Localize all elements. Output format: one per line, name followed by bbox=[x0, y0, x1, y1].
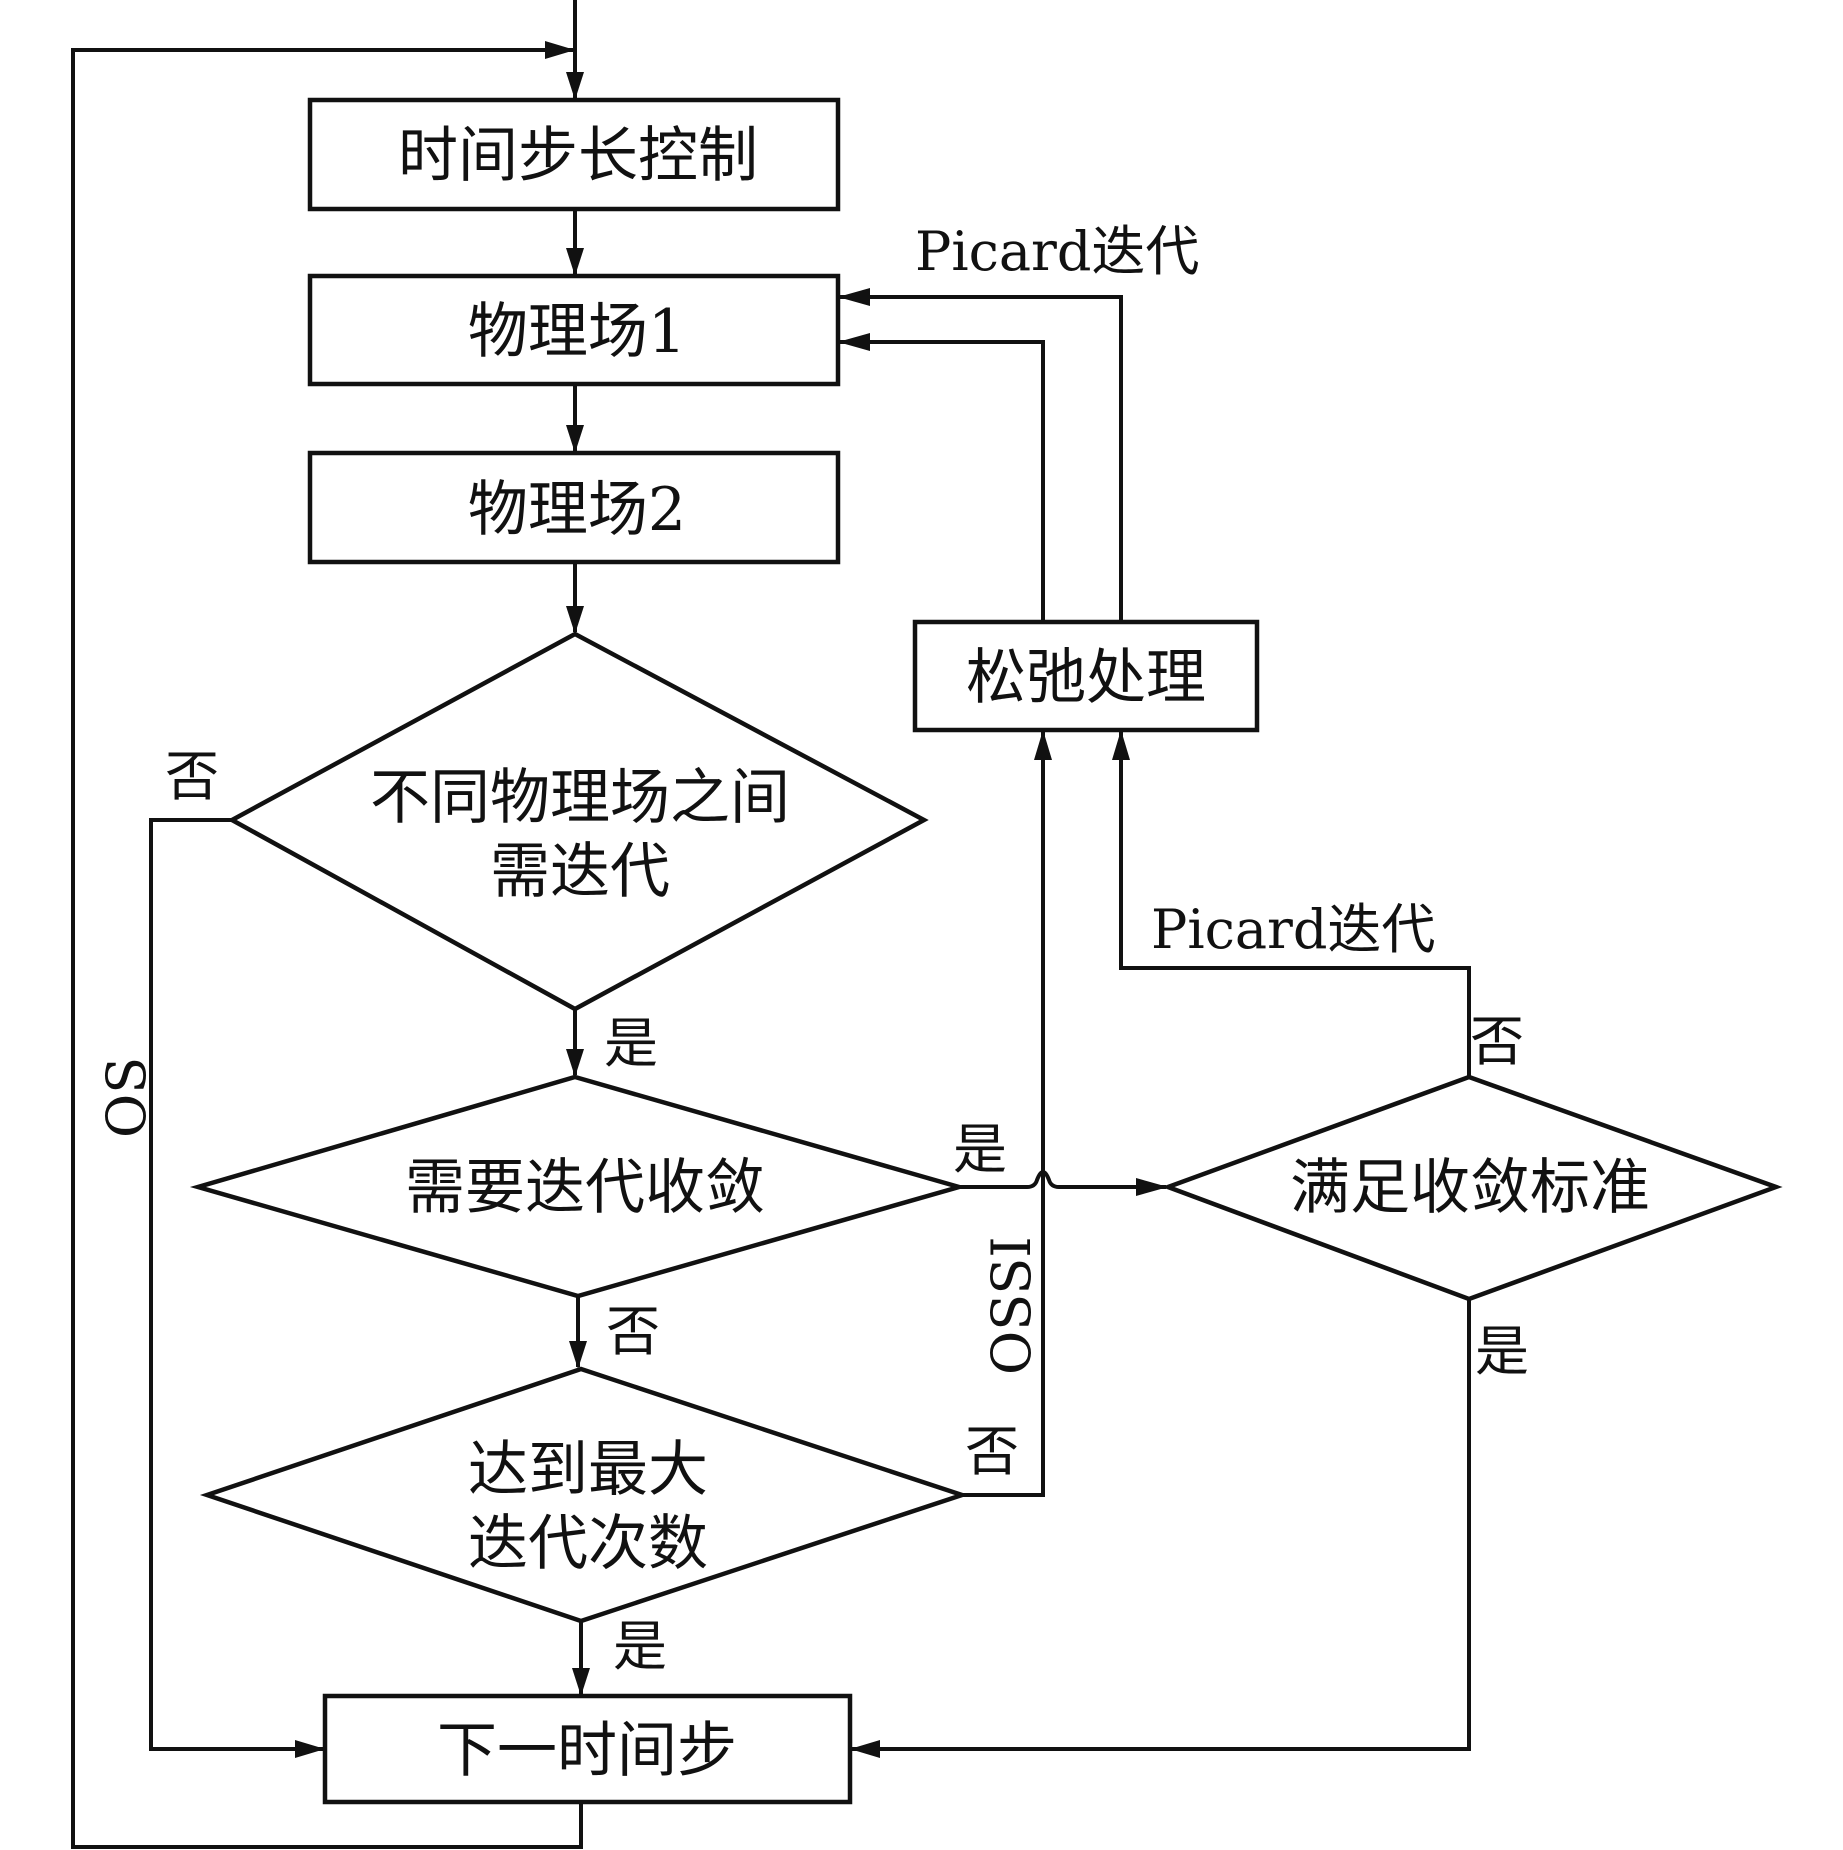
edge-labels: Picard迭代 Picard迭代 否 是 是 否 否 是 否 是 OS OSS… bbox=[95, 220, 1529, 1678]
arrowhead-criteria-yes bbox=[850, 1740, 880, 1758]
label-decision3-no: 否 bbox=[965, 1420, 1019, 1483]
decision-need-iteration-convergence: 需要迭代收敛 bbox=[189, 1074, 968, 1299]
decision-need-iteration-convergence-label: 需要迭代收敛 bbox=[405, 1153, 765, 1223]
decision-reach-max-iterations-line2: 迭代次数 bbox=[468, 1509, 708, 1579]
node-physics-field-1-label: 物理场1 bbox=[468, 297, 686, 367]
decision-need-iteration-between-fields-line2: 需迭代 bbox=[490, 837, 670, 907]
connectors bbox=[71, 0, 1471, 1849]
arrowhead-decision2-no bbox=[569, 1341, 587, 1369]
decision-need-iteration-between-fields-line1: 不同物理场之间 bbox=[370, 763, 790, 833]
edge-criteria-no-picard bbox=[1119, 732, 1471, 1077]
arrowhead-relax-to-field1 bbox=[838, 333, 870, 351]
arrowhead-criteria-no-picard bbox=[1112, 730, 1130, 760]
decision-need-iteration-between-fields: 不同物理场之间 需迭代 bbox=[227, 631, 929, 1012]
decision-reach-max-iterations-line1: 达到最大 bbox=[468, 1435, 708, 1505]
arrowhead-field1-to-field2 bbox=[566, 425, 584, 453]
edge-decision3-no-ossi bbox=[962, 732, 1045, 1497]
node-time-step-control: 时间步长控制 bbox=[307, 97, 841, 212]
node-relaxation-label: 松弛处理 bbox=[966, 643, 1206, 713]
arrowhead-decision3-yes bbox=[572, 1668, 590, 1696]
label-decision2-yes: 是 bbox=[953, 1118, 1007, 1181]
arrowhead-step-to-field1 bbox=[566, 248, 584, 276]
arrowhead-decision3-no-ossi bbox=[1034, 730, 1052, 760]
arrowhead-decision1-no-os bbox=[295, 1740, 325, 1758]
arrowhead-entry bbox=[566, 72, 584, 100]
label-decision2-no: 否 bbox=[606, 1300, 660, 1363]
node-next-time-step: 下一时间步 bbox=[322, 1693, 853, 1805]
arrowhead-relax-to-field1-picard bbox=[838, 288, 870, 306]
node-time-step-control-label: 时间步长控制 bbox=[398, 121, 758, 191]
label-decision3-yes: 是 bbox=[613, 1615, 667, 1678]
label-decision1-yes: 是 bbox=[604, 1012, 658, 1075]
arrowhead-decision2-yes bbox=[1136, 1178, 1168, 1196]
label-os: OS bbox=[95, 1057, 158, 1138]
node-physics-field-2: 物理场2 bbox=[307, 450, 841, 565]
arrowhead-field2-to-decision1 bbox=[566, 606, 584, 634]
label-ossi: OSSI bbox=[980, 1236, 1043, 1375]
edge-loop-back bbox=[71, 48, 583, 1849]
node-next-time-step-label: 下一时间步 bbox=[437, 1716, 737, 1786]
label-criteria-yes: 是 bbox=[1475, 1320, 1529, 1383]
decision-meet-convergence-criteria: 满足收敛标准 bbox=[1161, 1074, 1783, 1302]
label-criteria-no: 否 bbox=[1470, 1010, 1524, 1073]
node-relaxation: 松弛处理 bbox=[912, 619, 1260, 733]
arrowhead-loop-back bbox=[545, 41, 575, 59]
label-decision1-no: 否 bbox=[165, 745, 219, 808]
edge-relax-to-field1-picard bbox=[840, 295, 1123, 622]
arrowhead-decision1-yes bbox=[566, 1049, 584, 1077]
node-physics-field-2-label: 物理场2 bbox=[468, 475, 686, 545]
node-physics-field-1: 物理场1 bbox=[307, 273, 841, 387]
edge-relax-to-field1 bbox=[840, 340, 1045, 622]
decision-reach-max-iterations: 达到最大 迭代次数 bbox=[199, 1366, 970, 1624]
decision-meet-convergence-criteria-label: 满足收敛标准 bbox=[1290, 1153, 1650, 1223]
label-picard-bottom: Picard迭代 bbox=[1151, 898, 1435, 961]
edge-decision1-no-os bbox=[149, 818, 323, 1751]
edge-criteria-yes bbox=[852, 1299, 1471, 1751]
label-picard-top: Picard迭代 bbox=[915, 220, 1199, 283]
